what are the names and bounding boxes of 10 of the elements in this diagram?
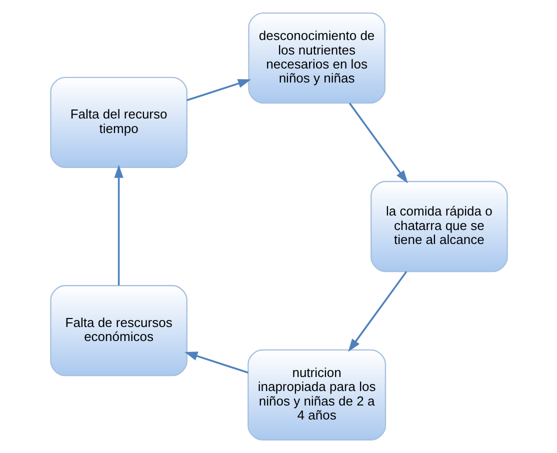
arrow: [348, 102, 408, 184]
arrow: [348, 271, 407, 352]
node-box: Falta del recurso tiempo: [50, 76, 187, 168]
node-box: nutricion inapropiada para los niños y niñas de 2 a 4 años: [247, 349, 386, 441]
arrow: [184, 352, 248, 374]
arrow: [114, 164, 123, 286]
node-box: la comida rápida o chatarra que se tiene al alcance: [370, 180, 508, 272]
arrow: [186, 79, 251, 102]
node-box: desconocimiento de los nutrientes necesarios en los niños y niñas: [248, 12, 385, 104]
node-box: Falta de rescursos económicos: [50, 285, 187, 376]
